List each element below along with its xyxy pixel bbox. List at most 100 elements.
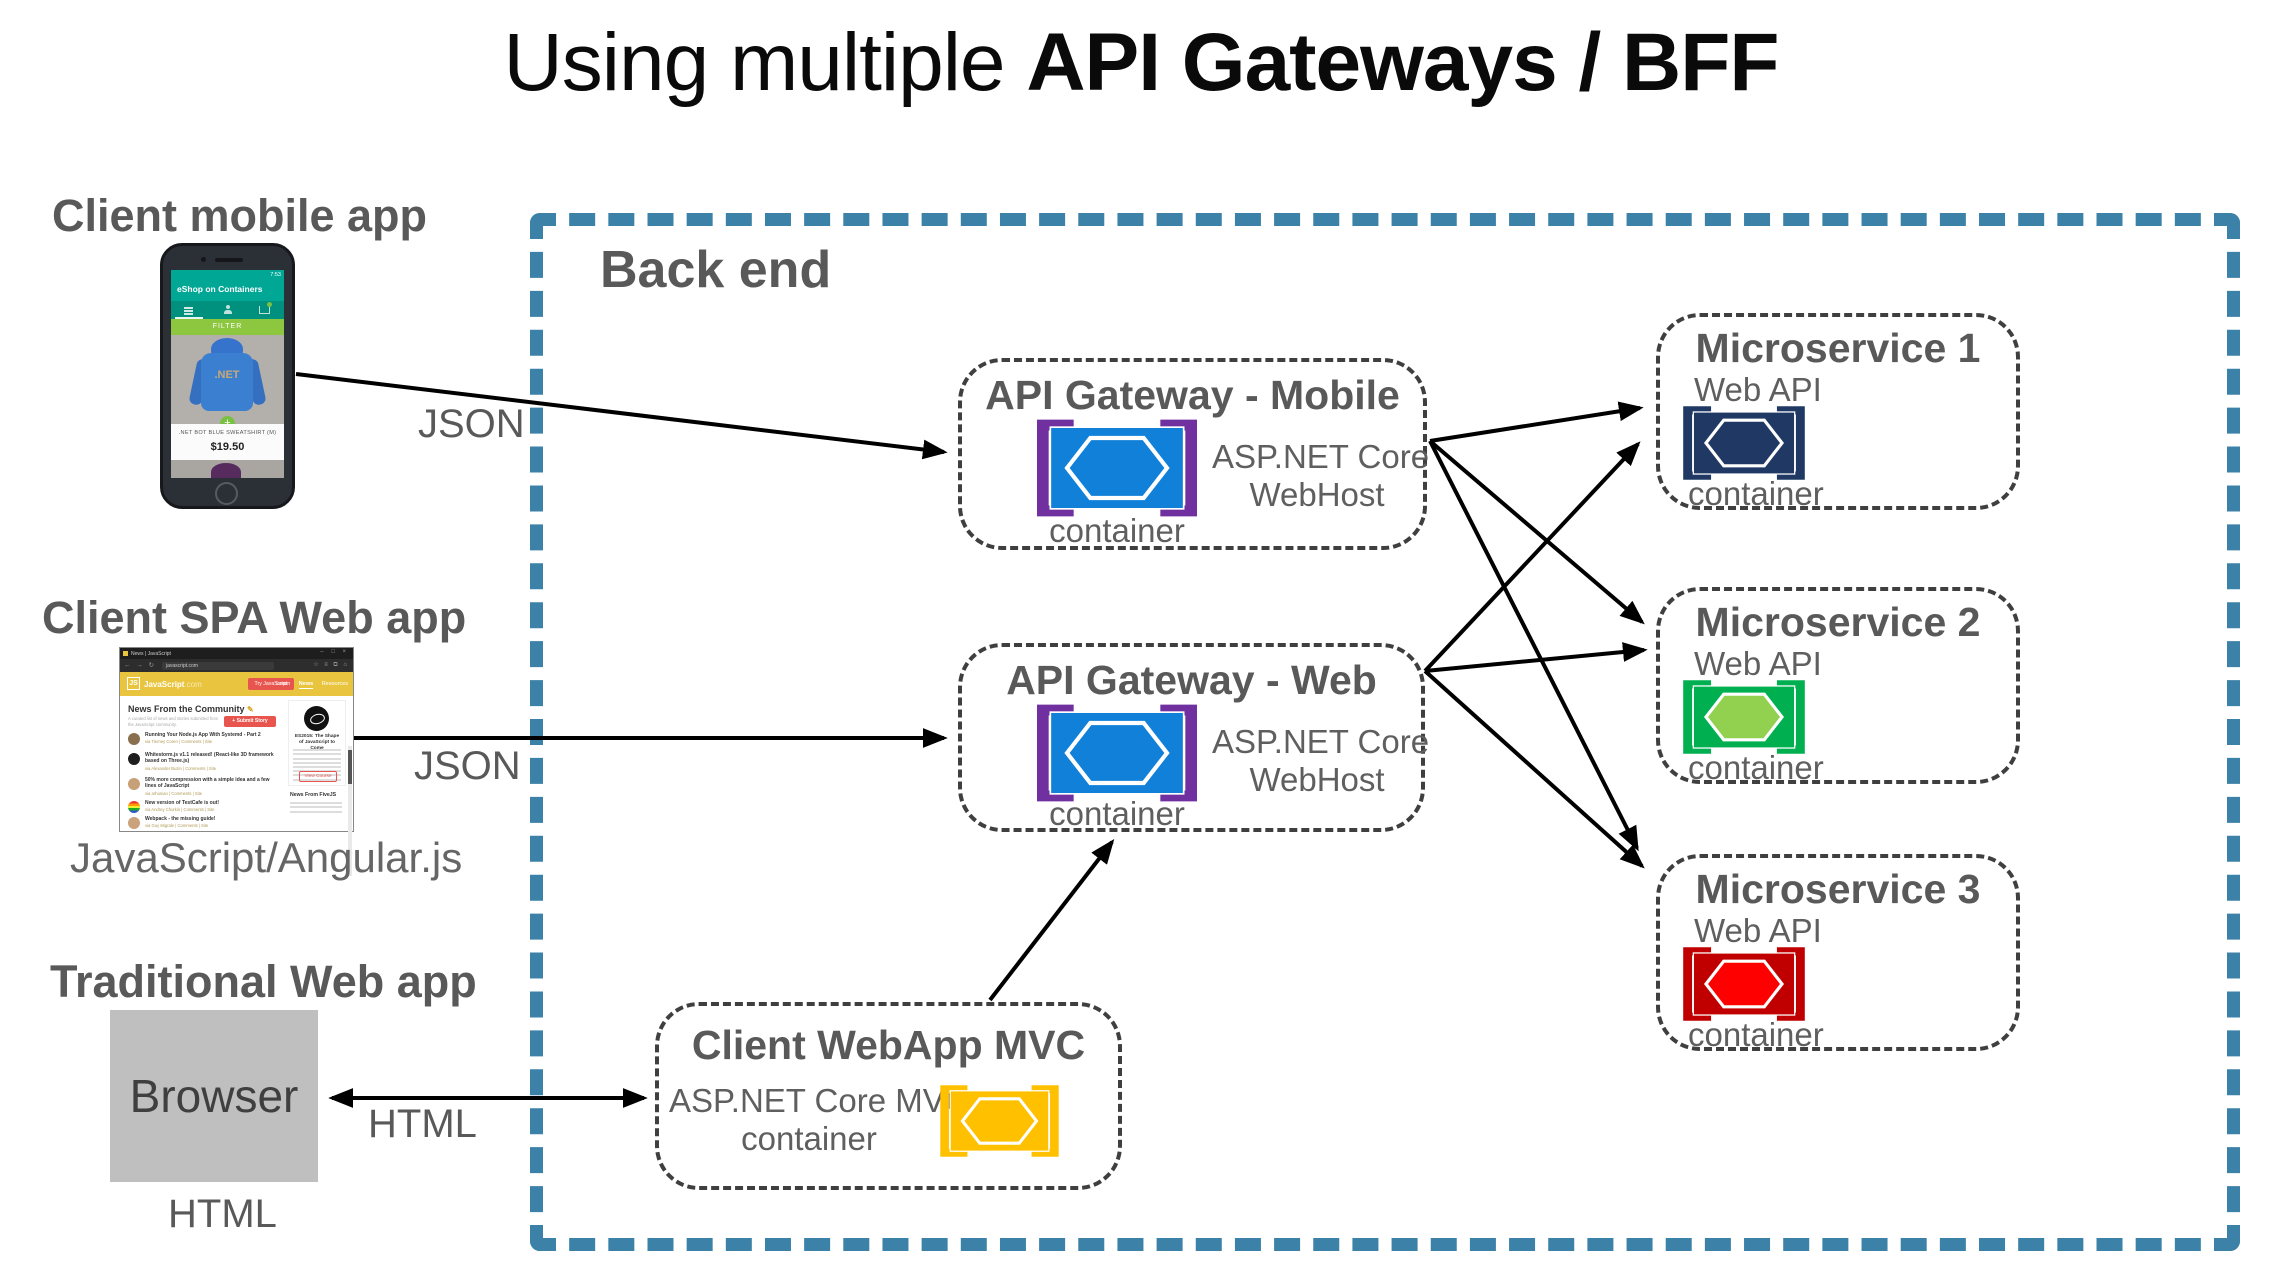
article-meta: via Guy Migrale | Comments | Site: [145, 823, 209, 829]
try-javascript-button: Try JavaScript: [248, 678, 294, 690]
microservice-2-title: Microservice 2: [1695, 599, 1981, 645]
api-gateway-mobile-title: API Gateway - Mobile: [985, 372, 1400, 418]
docker-container-icon: [1683, 680, 1805, 754]
avatar: [128, 801, 140, 813]
browser-addressbar: ← → ↻ javascript.com ☆ ≡ ⧉ ⌂: [120, 659, 353, 672]
article-row: 50% more compression with a simple idea …: [128, 777, 280, 796]
site-name-tld: .com: [184, 680, 202, 689]
article-title: Running Your Node.js App With Systemd - …: [145, 732, 261, 738]
scrollbar: [348, 746, 352, 876]
nav-resources: Resources: [321, 681, 348, 687]
browser-box: Browser: [110, 1010, 318, 1182]
client-webapp-mvc-title: Client WebApp MVC: [691, 1022, 1086, 1068]
api-gateway-mobile-box: API Gateway - Mobile ASP.NET Core WebHos…: [958, 358, 1429, 550]
microservice-2-box: Microservice 2 Web API container: [1656, 587, 2020, 786]
course-card: ES2015: The Shape of JavaScript to Come …: [288, 700, 346, 786]
app-navbar: [171, 301, 284, 319]
product-caption: .NET BOT BLUE SWEATSHIRT (M) $19.50: [171, 424, 284, 460]
article-meta: via Andrey Churkin | Comments | Site: [145, 807, 215, 813]
web-api-label: Web API: [1694, 645, 1822, 682]
docker-container-icon: [940, 1085, 1059, 1157]
html-label-under-browser: HTML: [168, 1192, 277, 1236]
spa-tech-label: JavaScript/Angular.js: [70, 834, 463, 881]
site-name: JavaScript.com: [144, 680, 202, 689]
html-arrow-label: HTML: [368, 1102, 477, 1146]
phone-camera: [201, 257, 206, 262]
container-label: container: [741, 1120, 877, 1157]
url-field: javascript.com: [162, 661, 274, 670]
backend-boundary: [530, 213, 2240, 1251]
avatar: [128, 753, 140, 765]
spa-browser-window: News | JavaScript – □ × ← → ↻ javascript…: [120, 648, 353, 876]
docker-container-icon: [1683, 406, 1805, 480]
js-logo: JS: [127, 677, 140, 690]
product-photo: .NET: [171, 335, 284, 424]
backend-label: Back end: [600, 241, 832, 299]
product-name: .NET BOT BLUE SWEATSHIRT (M): [178, 430, 277, 436]
cart-badge: [267, 302, 272, 307]
course-title: ES2015: The Shape of JavaScript to Come: [294, 734, 340, 751]
hoodie-net-text: .NET: [214, 369, 240, 381]
browser-box-label: Browser: [129, 1070, 299, 1122]
article-row: Running Your Node.js App With Systemd - …: [128, 732, 280, 745]
filter-button: FILTER: [171, 319, 284, 335]
nav-learn: Learn: [276, 681, 291, 687]
app-header: 7:53 eShop on Containers: [171, 270, 284, 301]
microservice-1-box: Microservice 1 Web API container: [1656, 313, 2020, 512]
mobile-phone: 7:53 eShop on Containers FILTER .NET + .…: [160, 243, 295, 509]
web-api-label: Web API: [1694, 371, 1822, 408]
container-label: container: [1049, 795, 1185, 832]
hoodie-body: [201, 353, 253, 411]
traditional-label: Traditional Web app: [50, 956, 477, 1007]
microservice-3-box: Microservice 3 Web API container: [1656, 854, 2020, 1053]
phone-screen: 7:53 eShop on Containers FILTER .NET + .…: [171, 270, 284, 478]
next-product-photo: [171, 460, 284, 478]
client-spa-label: Client SPA Web app: [42, 592, 467, 643]
browser-titlebar: News | JavaScript – □ ×: [120, 648, 353, 659]
mvc-tech: ASP.NET Core MVC container: [669, 1082, 969, 1158]
article-title: Webpack - the missing guide!: [145, 816, 216, 822]
tech-line2: WebHost: [1249, 476, 1385, 513]
avatar: [128, 778, 140, 790]
article-title: New version of TestCafe is out!: [145, 800, 220, 806]
article-title: Whitestorm.js v1.1 released! (React-like…: [145, 752, 274, 765]
api-gateway-web-title: API Gateway - Web: [1006, 657, 1377, 703]
article-meta: via arhunian | Comments | Site: [145, 790, 203, 796]
profile-icon: [224, 305, 232, 314]
browser-tab: News | JavaScript: [131, 650, 171, 657]
web-api-label: Web API: [1694, 912, 1822, 949]
page-title: Using multiple API Gateways / BFF: [0, 16, 2282, 110]
browser-nav-icons: ← → ↻: [124, 662, 157, 669]
fivejs-text-placeholder: [288, 800, 344, 815]
article-meta: via Tierney Coren | Comments | Site: [145, 739, 213, 745]
article-row: Webpack - the missing guide! via Guy Mig…: [128, 816, 280, 829]
article-row: Whitestorm.js v1.1 released! (React-like…: [128, 752, 280, 771]
client-webapp-mvc-box: Client WebApp MVC ASP.NET Core MVC conta…: [655, 1002, 1122, 1190]
favicon: [123, 651, 128, 656]
tech-line1: ASP.NET Core MVC: [669, 1082, 969, 1119]
microservice-1-title: Microservice 1: [1695, 325, 1981, 371]
product-price: $19.50: [210, 441, 245, 453]
gateway-mobile-tech: ASP.NET Core WebHost: [1212, 438, 1429, 514]
view-course-button: View Course: [299, 771, 337, 782]
hamburger-icon: [184, 306, 193, 316]
avatar: [128, 733, 140, 745]
course-logo: [304, 706, 329, 731]
window-controls: – □ ×: [320, 649, 349, 655]
container-label: container: [1049, 512, 1185, 549]
fivejs-heading: News From FiveJS: [290, 792, 337, 798]
microservice-3-title: Microservice 3: [1695, 866, 1981, 912]
tech-line2: WebHost: [1249, 761, 1385, 798]
pencil-icon: ✎: [247, 705, 254, 714]
client-mobile-label: Client mobile app: [52, 190, 428, 241]
phone-home-button: [215, 482, 238, 505]
container-label: container: [1688, 749, 1824, 786]
json-label-mobile: JSON: [418, 402, 525, 446]
news-subheading: A curated list of news and stories submi…: [128, 716, 219, 727]
browser-toolbar-icons: ☆ ≡ ⧉ ⌂: [313, 662, 349, 668]
article-row: New version of TestCafe is out! via Andr…: [128, 800, 280, 813]
docker-container-icon: [1037, 704, 1197, 802]
site-header: JS JavaScript.com Try JavaScript Learn N…: [120, 672, 353, 696]
active-tab-underline: [175, 317, 203, 319]
